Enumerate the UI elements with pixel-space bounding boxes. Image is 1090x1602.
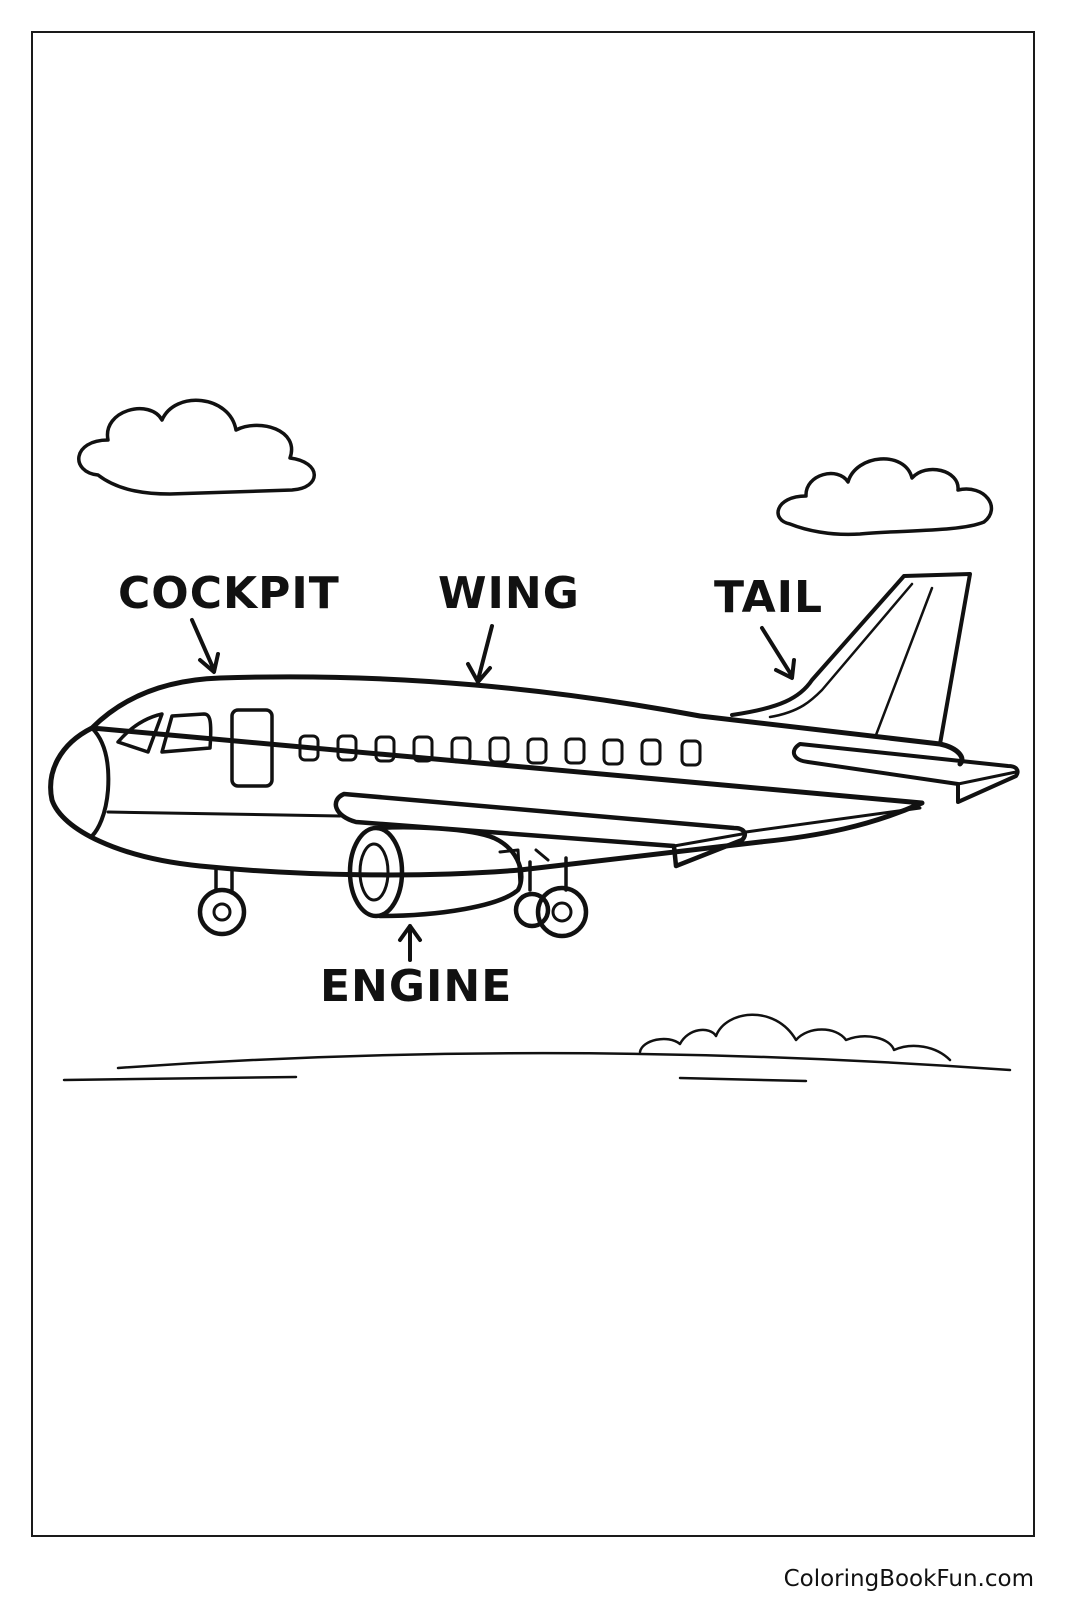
passenger-windows (298, 734, 702, 767)
nose-landing-gear (197, 868, 247, 937)
door (230, 708, 274, 788)
label-tail: TAIL (714, 572, 824, 623)
arrow-icon (398, 924, 422, 962)
main-landing-gear (513, 856, 589, 939)
horizontal-stabilizer (791, 742, 1020, 804)
fuselage-stripe (106, 806, 922, 834)
main-wing-edge (672, 832, 744, 848)
page-border (31, 31, 1035, 1537)
ground-line (62, 1075, 298, 1082)
cockpit-window (116, 712, 164, 754)
ground-line (678, 1076, 808, 1083)
cloud-icon (776, 457, 994, 537)
engine-intake (347, 825, 405, 919)
arrow-icon (466, 624, 494, 684)
cockpit-window (160, 712, 213, 754)
tail-fin (730, 572, 972, 746)
label-wing: WING (438, 568, 580, 619)
arrow-icon (760, 626, 796, 680)
label-engine: ENGINE (320, 961, 513, 1012)
engine-intake-inner (358, 842, 390, 902)
tail-fin-stripe (768, 582, 914, 719)
label-cockpit: COCKPIT (118, 568, 340, 619)
tail-fin-stripe (874, 586, 934, 737)
main-wing (333, 791, 747, 869)
nose-cone (90, 726, 111, 838)
cloud-icon (77, 398, 316, 496)
arrow-icon (190, 618, 220, 674)
cloud-icon (638, 1013, 952, 1062)
site-footer: ColoringBookFun.com (783, 1566, 1034, 1592)
ground-line (116, 1052, 1012, 1072)
fuselage (48, 674, 965, 878)
horizontal-stabilizer-edge (956, 770, 1018, 786)
engine-nacelle (375, 825, 524, 919)
